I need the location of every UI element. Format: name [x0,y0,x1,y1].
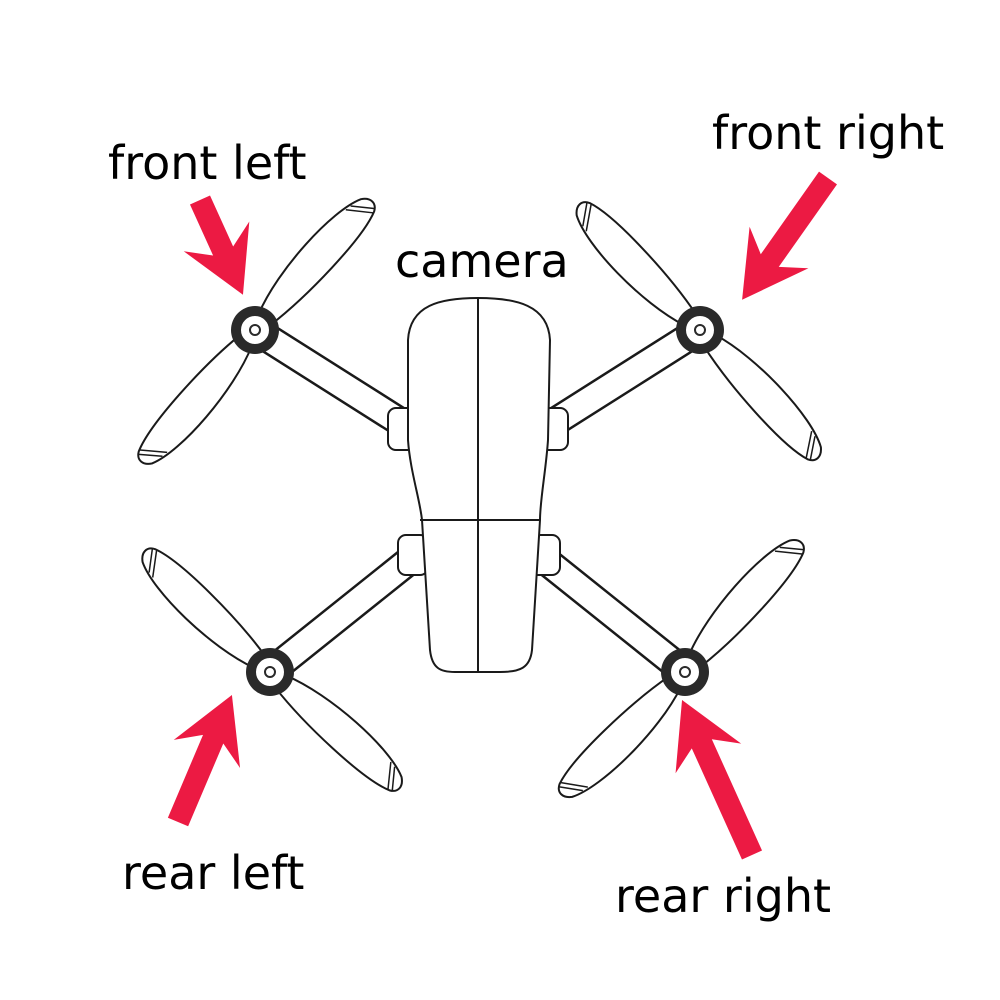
label-front-right: front right [712,106,945,160]
arrows [167,171,837,860]
arrow-front-right [742,171,837,300]
label-rear-left: rear left [122,846,305,900]
motor-rear-left [245,647,295,697]
arrow-rear-right [675,700,763,860]
motor-rear-right [660,647,710,697]
motor-front-right [675,305,725,355]
motor-front-left [230,305,280,355]
label-rear-right: rear right [615,869,832,923]
arms [240,315,715,687]
label-front-left: front left [108,136,307,190]
arrow-front-left [183,195,250,295]
drone-body [387,296,569,673]
label-camera: camera [395,234,569,288]
arrow-rear-left [167,694,241,827]
